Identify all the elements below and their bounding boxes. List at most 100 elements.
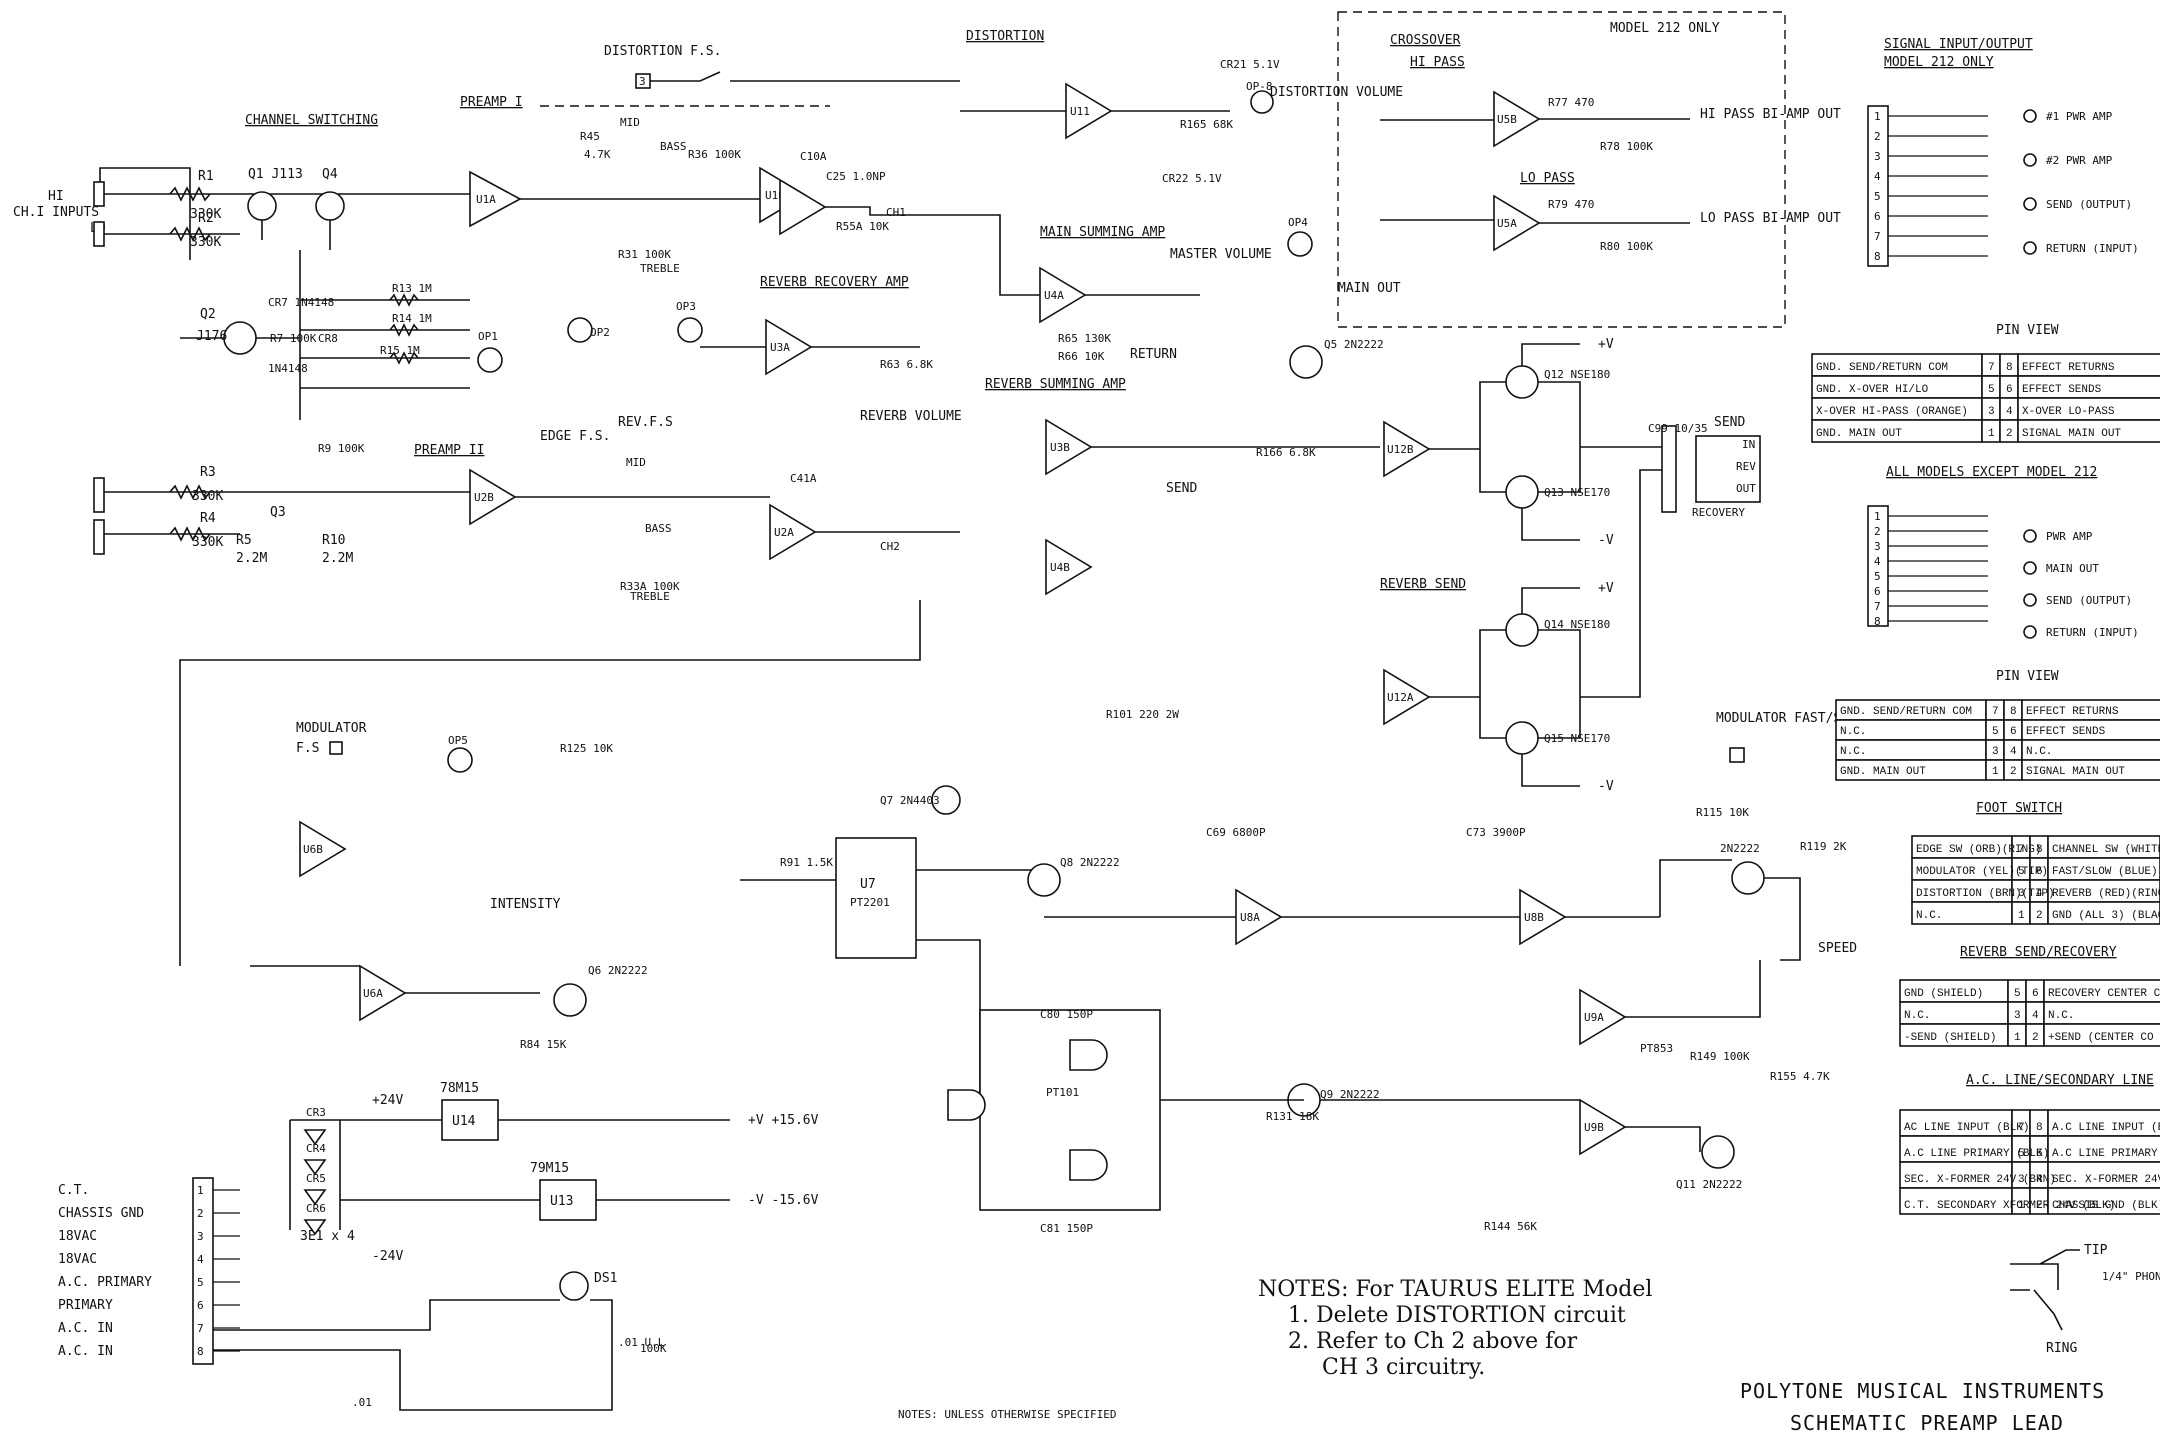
send-return-connector bbox=[1661, 425, 1677, 513]
pin-table-text: 5 bbox=[2014, 988, 2021, 1000]
pin-view-label-2: PIN VIEW bbox=[1996, 669, 2059, 684]
power-pin-label: A.C. IN bbox=[58, 1321, 113, 1336]
pin-table-text: 5 bbox=[1988, 384, 1995, 396]
send-label-right: SEND bbox=[1714, 415, 1745, 430]
op-amp-u2a: U2A bbox=[769, 503, 817, 561]
pin-table-text: AC LINE INPUT (BLK) bbox=[1904, 1122, 2029, 1134]
bass-label-1: BASS bbox=[660, 140, 687, 153]
ac-c-label: .01 bbox=[352, 1396, 372, 1409]
pin-table-text: EFFECT SENDS bbox=[2026, 726, 2106, 738]
hi-pass-label: HI PASS bbox=[1410, 55, 1465, 70]
pin-table-text: 4 bbox=[2032, 1010, 2039, 1022]
power-pin-number: 5 bbox=[197, 1276, 204, 1289]
pin-table-text: 5 bbox=[2018, 866, 2025, 878]
pin-table-text: 4 bbox=[2036, 1174, 2043, 1186]
io-pin-number: 6 bbox=[1874, 210, 1881, 223]
r149-label: R149 100K bbox=[1690, 1050, 1750, 1063]
input-jack-j2 bbox=[93, 221, 150, 247]
recovery-label: RECOVERY bbox=[1692, 506, 1745, 519]
input-jack-ch2-a bbox=[93, 477, 105, 513]
svg-text:U9B: U9B bbox=[1584, 1121, 1604, 1134]
ch1-label: CH1 bbox=[886, 206, 906, 219]
output-jack-label: #1 PWR AMP bbox=[2046, 110, 2113, 123]
c81-label: C81 150P bbox=[1040, 1222, 1093, 1235]
r4-label: R4 bbox=[200, 511, 216, 526]
io-pin-number: 7 bbox=[1874, 230, 1881, 243]
cr8-label: CR8 bbox=[318, 332, 338, 345]
q3-label: Q3 bbox=[270, 505, 286, 520]
pin-table-cell bbox=[1899, 1135, 2013, 1163]
pin-view-label-1: PIN VIEW bbox=[1996, 323, 2059, 338]
jfet-q1 bbox=[247, 191, 277, 240]
regulator-u14 bbox=[441, 1099, 499, 1141]
driver-a-minus: -V bbox=[1598, 533, 1614, 548]
modulator-fs-connector bbox=[329, 741, 343, 755]
pin-table-text: X-OVER LO-PASS bbox=[2022, 406, 2115, 418]
output-jack-icon bbox=[2023, 153, 2037, 167]
pin-table-text: 3 bbox=[1992, 746, 1999, 758]
io-pin-number: 6 bbox=[1874, 585, 1881, 598]
tank-out: OUT bbox=[1736, 482, 1756, 495]
op-amp-u6a: U6A bbox=[359, 964, 407, 1022]
transistor-q11 bbox=[1701, 1135, 1735, 1169]
pin-table-text: 2 bbox=[2006, 428, 2013, 440]
treble-label-1: TREBLE bbox=[640, 262, 680, 275]
send-connector-wires bbox=[1580, 446, 1662, 698]
hi-pass-wire bbox=[1380, 118, 1690, 121]
return-label: RETURN bbox=[1130, 347, 1177, 362]
pin-table-text: 6 bbox=[2032, 988, 2039, 1000]
pin-table-text: 7 bbox=[1992, 706, 1999, 718]
op1-label: OP1 bbox=[478, 330, 498, 343]
model-212-only-box bbox=[1337, 11, 1786, 328]
input-jack-ch2-b bbox=[93, 519, 105, 555]
q10-label: 2N2222 bbox=[1720, 842, 1760, 855]
pin-table-cell bbox=[2047, 1135, 2160, 1163]
pin-table-text: SEC. X-FORMER 24V (BRN) bbox=[1904, 1174, 2056, 1186]
r91-label: R91 1.5K bbox=[780, 856, 833, 869]
cr3-label: CR3 bbox=[306, 1106, 326, 1119]
ch2-label: CH2 bbox=[880, 540, 900, 553]
r166-label: R166 6.8K bbox=[1256, 446, 1316, 459]
footnote: NOTES: UNLESS OTHERWISE SPECIFIED bbox=[898, 1408, 1117, 1421]
c10a-label: C10A bbox=[800, 150, 827, 163]
output-jack-icon bbox=[2023, 241, 2037, 255]
pin-table-text: 4 bbox=[2010, 746, 2017, 758]
rev-fs-label: REV.F.S bbox=[618, 415, 673, 430]
pin-table-text: 2 bbox=[2010, 766, 2017, 778]
pin-table-text: 4 bbox=[2036, 888, 2043, 900]
ac-cap-label: .01 U.L bbox=[618, 1336, 665, 1349]
svg-text:U12B: U12B bbox=[1387, 443, 1414, 456]
r4-value: 330K bbox=[192, 535, 223, 550]
jfet-q4 bbox=[315, 191, 345, 250]
model-212-only-label: MODEL 212 ONLY bbox=[1610, 21, 1720, 36]
r33a-label: R33A 100K bbox=[620, 580, 680, 593]
power-pin-label: 18VAC bbox=[58, 1252, 97, 1267]
mid-label-2: MID bbox=[626, 456, 646, 469]
svg-text:U6B: U6B bbox=[303, 843, 323, 856]
reverb-tank-box bbox=[1695, 435, 1761, 503]
preamp-1-label: PREAMP I bbox=[460, 95, 523, 110]
q8-label: Q8 2N2222 bbox=[1060, 856, 1120, 869]
cr5-label: CR5 bbox=[306, 1172, 326, 1185]
r63-label: R63 6.8K bbox=[880, 358, 933, 371]
io-pin-number: 2 bbox=[1874, 525, 1881, 538]
u7-part: PT2201 bbox=[850, 896, 890, 909]
pin-table-text: 1 bbox=[2018, 1200, 2025, 1212]
svg-text:U5A: U5A bbox=[1497, 217, 1517, 230]
power-pin-number: 1 bbox=[197, 1184, 204, 1197]
c41a-label: C41A bbox=[790, 472, 817, 485]
gate-u10d bbox=[1069, 1149, 1108, 1181]
io-connector-all bbox=[1867, 505, 1889, 627]
r77-label: R77 470 bbox=[1548, 96, 1594, 109]
pin-table-cell bbox=[2047, 1161, 2160, 1189]
pin-table-text: 8 bbox=[2006, 362, 2013, 374]
q1-label: Q1 J113 bbox=[248, 167, 303, 182]
r66-label: R66 10K bbox=[1058, 350, 1105, 363]
io-pin-number: 8 bbox=[1874, 250, 1881, 263]
pin-table-text: N.C. bbox=[1840, 726, 1866, 738]
pin-table-text: 6 bbox=[2036, 866, 2043, 878]
pin-table-text: REVERB (RED)(RING) bbox=[2052, 888, 2160, 900]
